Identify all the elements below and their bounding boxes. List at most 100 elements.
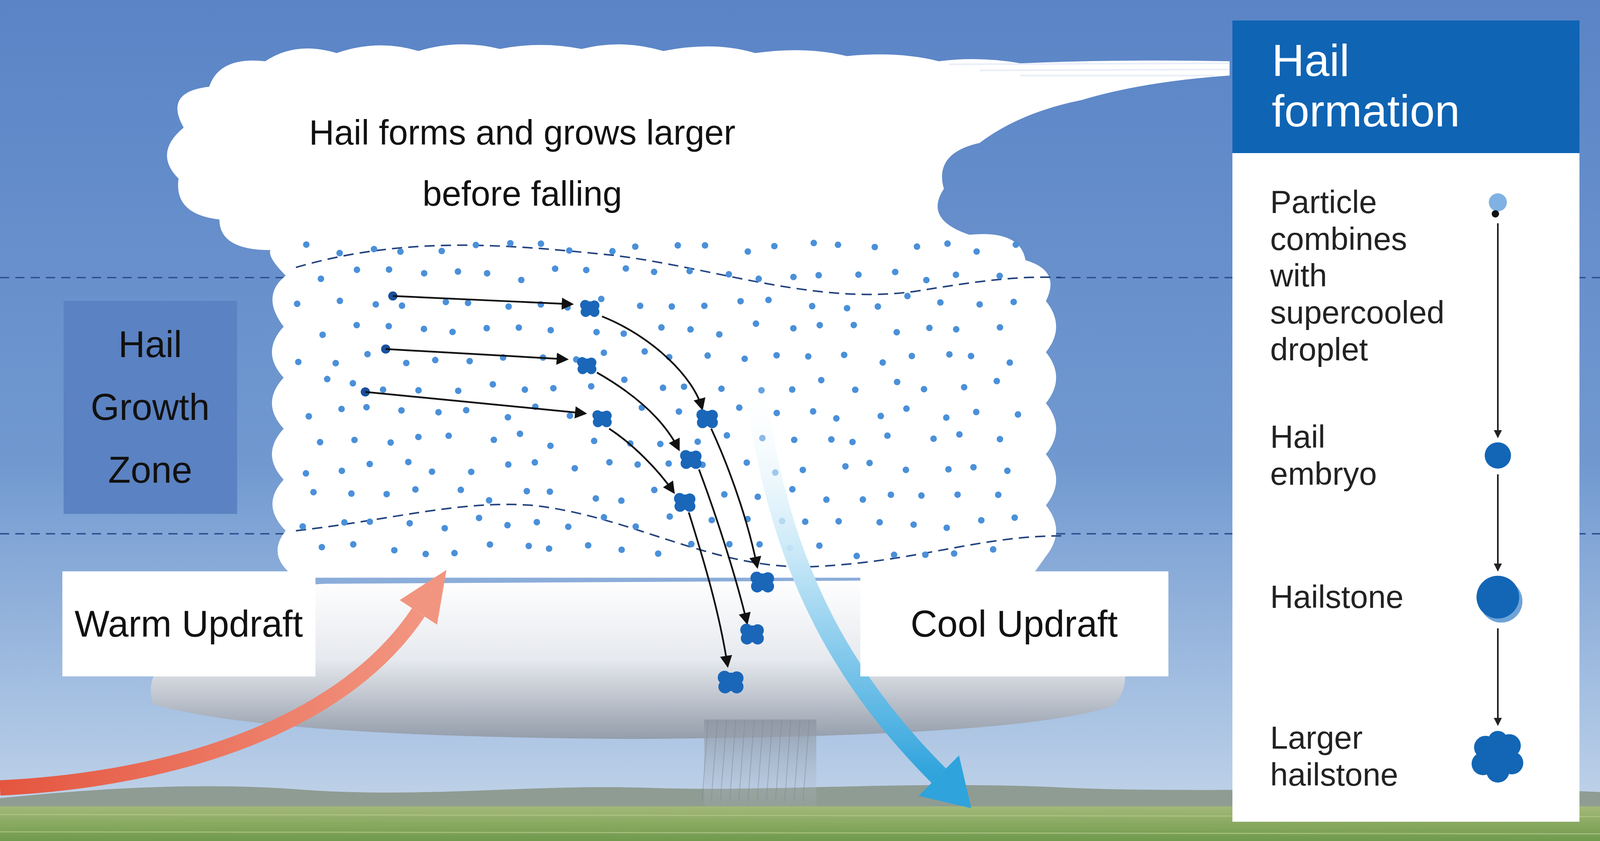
stage-arrow [1497, 223, 1499, 437]
supercooled-droplet [457, 486, 464, 494]
field-row [0, 831, 1600, 834]
stage-arrow [1497, 474, 1499, 570]
supercooled-droplet [1010, 298, 1018, 306]
supercooled-droplet [338, 467, 346, 474]
supercooled-droplet [336, 297, 344, 304]
supercooled-droplet [523, 487, 531, 495]
supercooled-droplet [736, 404, 743, 411]
supercooled-droplet [432, 356, 439, 364]
supercooled-droplet [1006, 358, 1013, 366]
supercooled-droplet [406, 519, 414, 527]
supercooled-droplet [804, 352, 812, 360]
supercooled-droplet [590, 437, 598, 444]
supercooled-droplet [818, 376, 825, 384]
supercooled-droplet [370, 245, 378, 253]
supercooled-droplet [435, 408, 442, 416]
trajectory-arrow [596, 372, 679, 449]
supercooled-droplet [1011, 514, 1018, 521]
supercooled-droplet [454, 387, 462, 394]
hailstone-lobe [589, 306, 600, 318]
supercooled-droplet [701, 242, 709, 249]
supercooled-droplet [449, 328, 456, 336]
storm-cloud [166, 44, 1230, 578]
rain-streak [747, 720, 755, 801]
supercooled-droplet [687, 326, 694, 333]
supercooled-droplet [773, 409, 780, 416]
supercooled-droplet [317, 275, 325, 282]
supercooled-droplet [790, 324, 797, 332]
trajectory-arrow [365, 391, 585, 414]
supercooled-droplet [462, 406, 470, 414]
supercooled-droplet [420, 325, 428, 333]
anvil-streak [1020, 74, 1215, 77]
supercooled-droplet [666, 512, 674, 520]
supercooled-droplet [902, 466, 910, 474]
supercooled-droplet [765, 296, 772, 304]
supercooled-droplet [537, 240, 545, 247]
supercooled-droplet [505, 303, 512, 310]
rain-streak [802, 720, 810, 801]
supercooled-droplet [790, 436, 798, 444]
supercooled-droplet [348, 490, 355, 497]
supercooled-droplet [349, 540, 357, 548]
supercooled-droplet [507, 240, 514, 247]
supercooled-droplet [744, 248, 752, 255]
supercooled-droplet [930, 435, 938, 442]
hailstone [592, 409, 612, 427]
supercooled-droplet [680, 383, 688, 390]
supercooled-droplet [466, 357, 474, 365]
hailstone-lobe [684, 500, 696, 512]
supercooled-droplet [871, 243, 878, 251]
supercooled-droplet [631, 243, 639, 250]
supercooled-droplet [566, 412, 574, 419]
supercooled-droplet [550, 384, 557, 392]
supercooled-droplet [993, 377, 1001, 385]
supercooled-droplet [752, 320, 760, 327]
supercooled-droplet [850, 321, 858, 329]
supercooled-droplet [634, 461, 641, 468]
supercooled-droplet [310, 488, 317, 496]
trajectory-arrow [699, 469, 748, 623]
hailstone-lobe [706, 416, 718, 428]
supercooled-droplet [486, 541, 494, 548]
supercooled-droplet [743, 459, 750, 466]
supercooled-droplet [866, 459, 874, 467]
supercooled-droplet [686, 267, 693, 275]
supercooled-droplet [398, 302, 406, 309]
supercooled-droplet [970, 463, 977, 471]
supercooled-droplet [665, 459, 672, 467]
zone-label-box: Hail Growth Zone [63, 300, 238, 514]
supercooled-droplet [620, 330, 627, 337]
supercooled-droplet [674, 242, 682, 249]
rain-streak [711, 720, 718, 801]
supercooled-droplet [976, 301, 983, 308]
legend-text: Hail embryo [1270, 418, 1427, 492]
supercooled-droplet [294, 358, 302, 366]
supercooled-droplet [809, 302, 816, 310]
supercooled-droplet [855, 271, 862, 278]
supercooled-droplet [944, 240, 951, 247]
rain-streak [775, 720, 782, 801]
supercooled-droplet [708, 516, 716, 524]
supercooled-droplet [521, 386, 528, 393]
supercooled-droplet [996, 272, 1004, 279]
supercooled-droplet [504, 413, 512, 421]
hailstone [680, 450, 702, 469]
hailstone [717, 670, 744, 693]
supercooled-droplet [340, 518, 348, 526]
supercooled-droplet [402, 359, 410, 367]
supercooled-droplet [879, 358, 887, 366]
supercooled-droplet [545, 545, 553, 552]
supercooled-droplet [650, 268, 658, 275]
supercooled-droplet [383, 490, 391, 498]
hailstone [577, 356, 597, 374]
supercooled-droplet [904, 292, 911, 300]
supercooled-droplet [336, 249, 343, 257]
supercooled-droplet [468, 468, 475, 476]
supercooled-droplet [954, 491, 961, 498]
supercooled-droplet [363, 403, 370, 411]
supercooled-droplet [852, 386, 859, 394]
supercooled-droplet [842, 462, 849, 470]
hailstone [750, 571, 774, 593]
hailstone [696, 409, 718, 428]
